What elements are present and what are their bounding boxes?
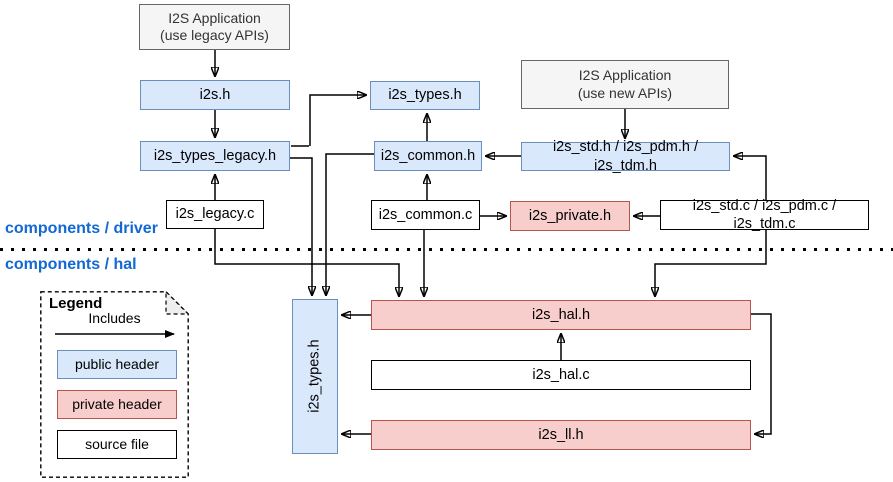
- node-i2s-hal-c: i2s_hal.c: [371, 360, 751, 390]
- node-app-legacy: I2S Application (use legacy APIs): [139, 4, 290, 50]
- node-app-new-line2: (use new APIs): [577, 84, 673, 101]
- node-driver-i2s-types-h: i2s_types.h: [370, 81, 480, 110]
- section-label-hal: components / hal: [5, 256, 137, 273]
- node-i2s-h: i2s.h: [140, 80, 290, 110]
- arrow-i2s-common-h-to-hal-i2s-types-h: [326, 153, 374, 295]
- arrow-i2s-legacy-c-to-i2s-hal-h: [214, 229, 399, 296]
- arrow-i2s-std-c-to-i2s-std-h: [734, 156, 767, 200]
- legend-item-source-file: source file: [57, 430, 177, 459]
- node-app-new-line1: I2S Application: [578, 67, 672, 83]
- includes-arrow-icon: [55, 330, 175, 338]
- node-i2s-std-pdm-tdm-h: i2s_std.h / i2s_pdm.h / i2s_tdm.h: [521, 139, 730, 174]
- node-i2s-common-c: i2s_common.c: [371, 200, 480, 230]
- node-app-legacy-line1: I2S Application: [168, 9, 261, 26]
- node-app-legacy-line2: (use legacy APIs): [160, 27, 269, 43]
- folded-corner-icon: [165, 291, 189, 315]
- section-divider: [0, 248, 893, 252]
- arrow-i2s-types-legacy-h-to-hal-i2s-types-h: [290, 157, 312, 295]
- node-i2s-types-legacy-h: i2s_types_legacy.h: [140, 141, 290, 171]
- legend-item-public-header: public header: [57, 350, 177, 379]
- arrow-i2s-types-legacy-h-to-driver-i2s-types-h: [309, 95, 366, 146]
- legend-title: Legend: [49, 295, 103, 312]
- legend-includes-label: Includes: [88, 310, 141, 326]
- arrow-i2s-std-c-to-i2s-hal-h: [655, 230, 767, 296]
- node-i2s-private-h: i2s_private.h: [510, 201, 630, 231]
- node-i2s-ll-h: i2s_ll.h: [371, 420, 751, 450]
- node-app-new: I2S Application (use new APIs): [521, 60, 729, 109]
- node-i2s-hal-h: i2s_hal.h: [371, 300, 751, 330]
- node-hal-i2s-types-h: i2s_types.h: [292, 299, 338, 454]
- legend: Legend Includes public header private he…: [40, 291, 189, 478]
- node-i2s-common-h: i2s_common.h: [374, 141, 482, 171]
- section-label-driver: components / driver: [5, 220, 158, 237]
- node-hal-i2s-types-h-label: i2s_types.h: [306, 339, 323, 414]
- node-i2s-legacy-c: i2s_legacy.c: [166, 200, 264, 229]
- arrow-i2s-hal-h-to-i2s-ll-h: [751, 313, 772, 434]
- legend-item-private-header: private header: [57, 390, 177, 419]
- node-i2s-std-pdm-tdm-c: i2s_std.c / i2s_pdm.c / i2s_tdm.c: [660, 198, 869, 232]
